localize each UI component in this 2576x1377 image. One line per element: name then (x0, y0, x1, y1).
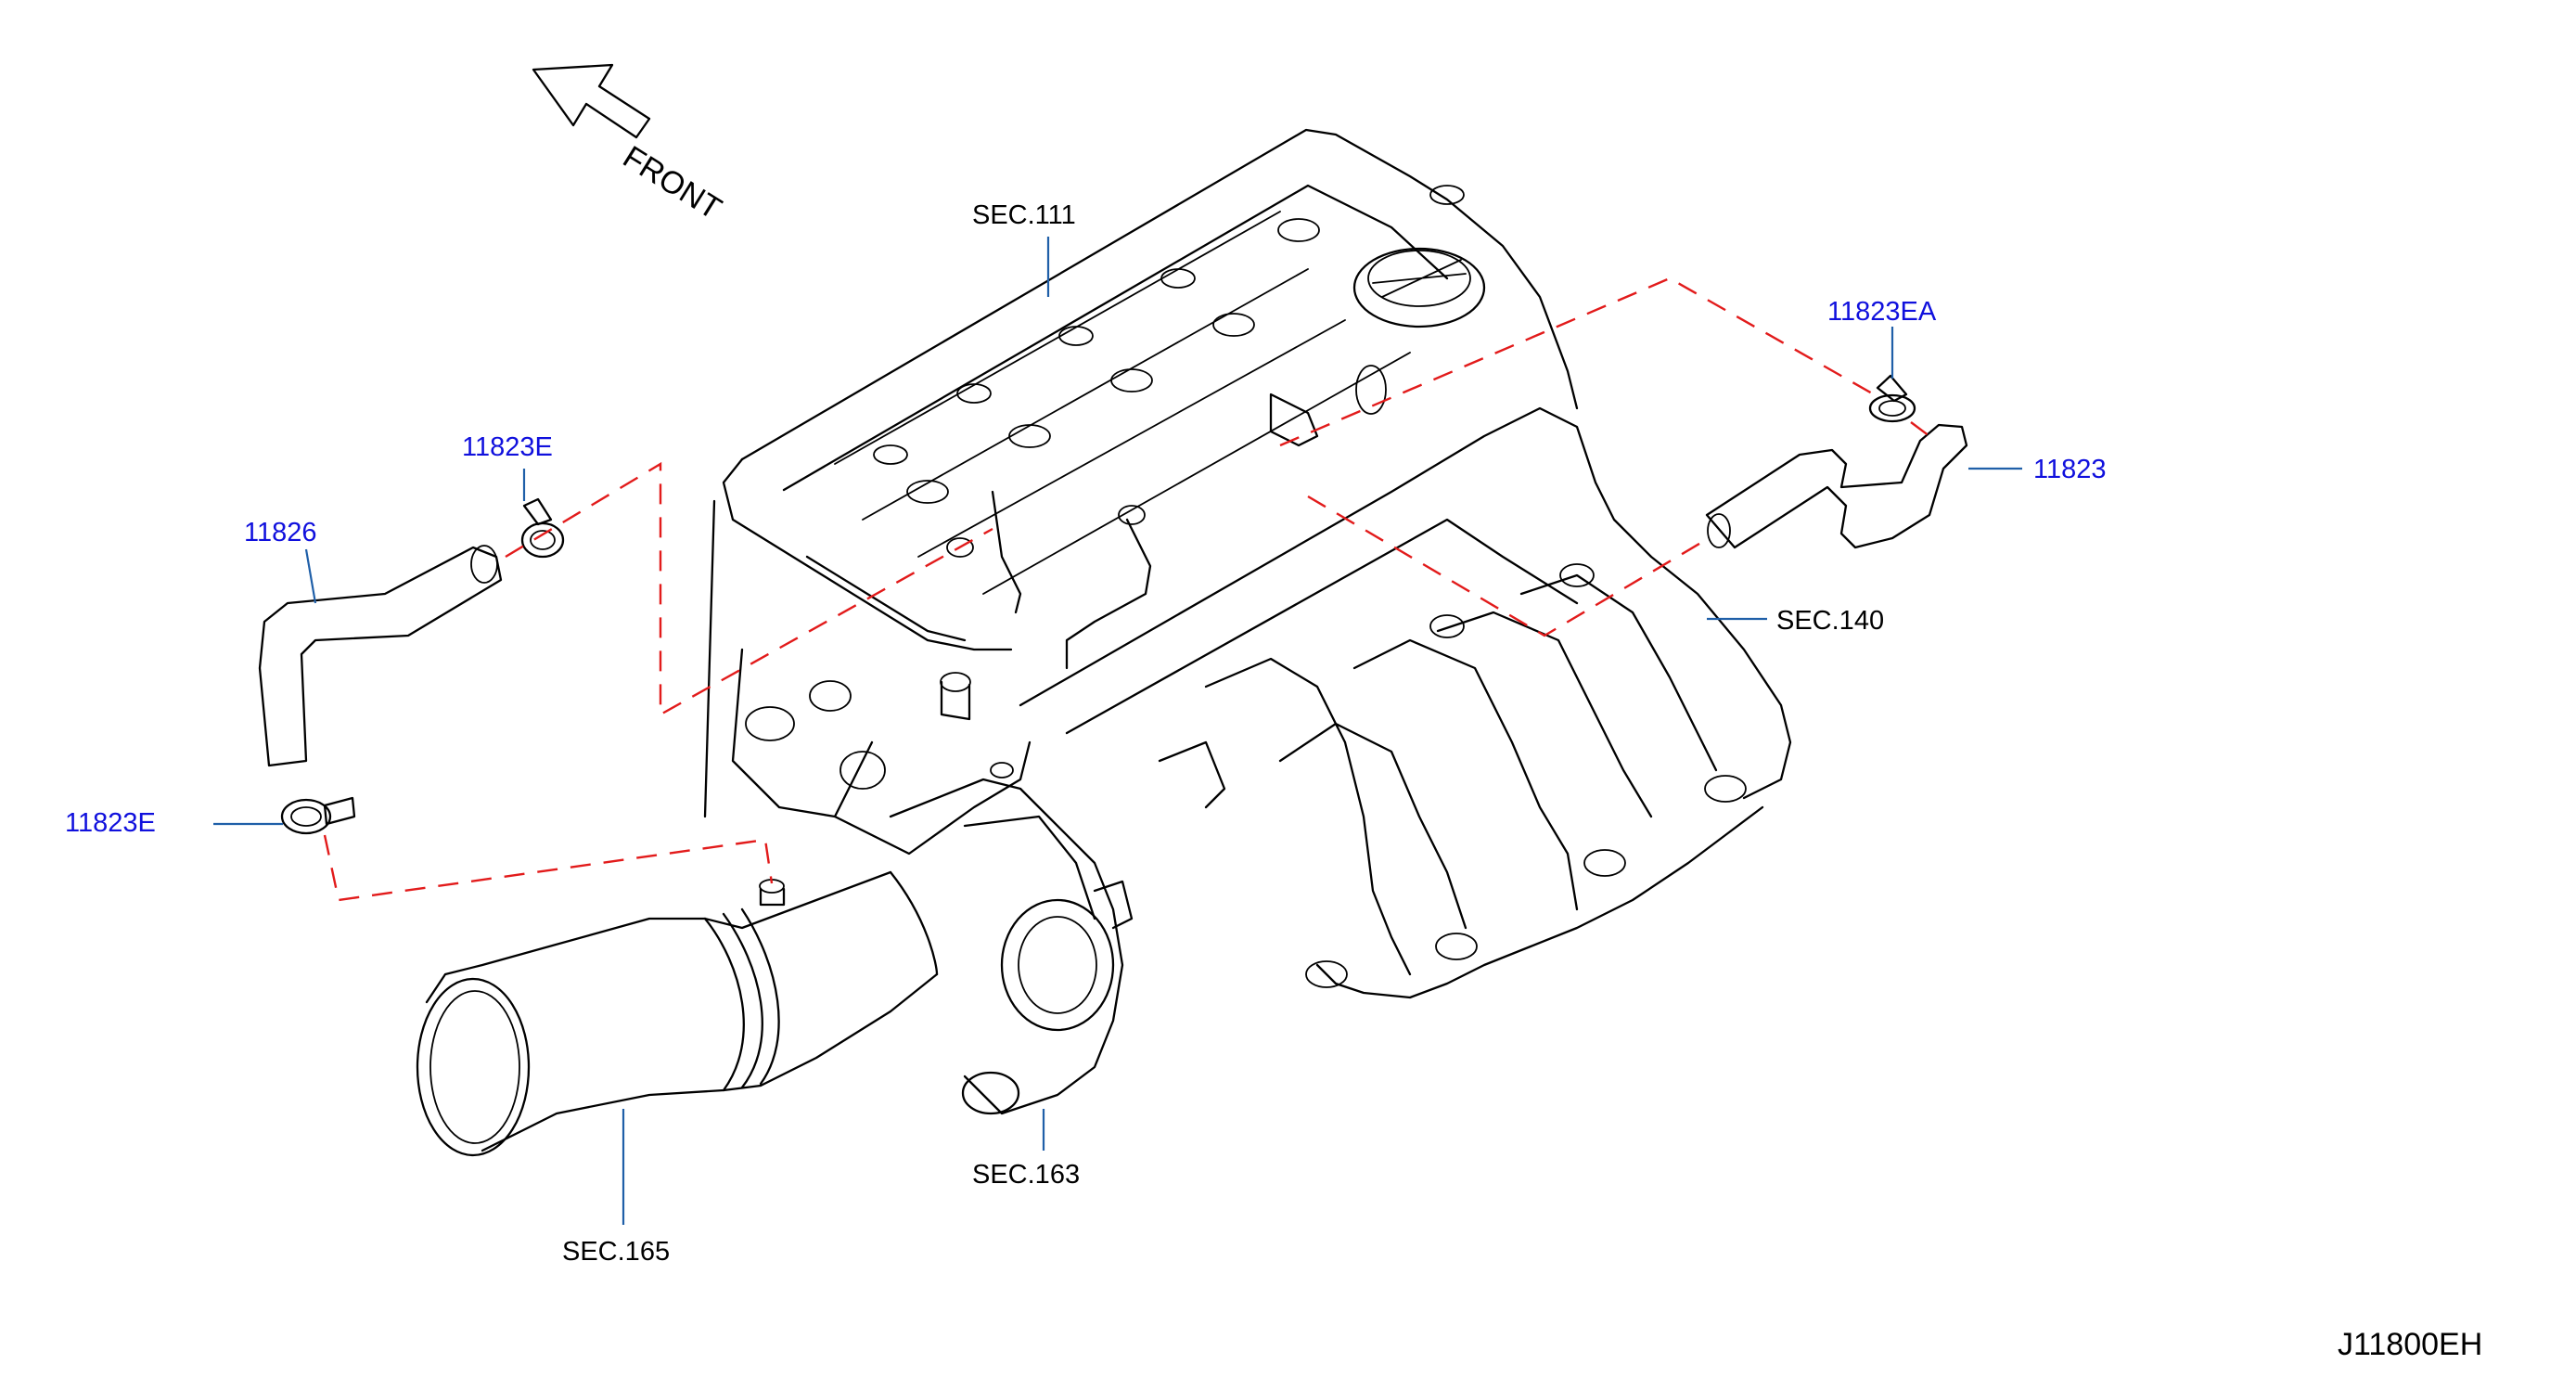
hose-routing-dashes (323, 277, 1930, 902)
label-part-11823: 11823 (2033, 455, 2107, 484)
label-sec-163: SEC.163 (972, 1160, 1081, 1190)
rocker-cover (722, 128, 1579, 721)
drawing-code: J11800EH (2338, 1327, 2483, 1362)
hose-11823 (1705, 423, 1968, 549)
intake-manifold (1019, 406, 1792, 999)
cylinder-head (703, 499, 1032, 856)
front-arrow-icon (532, 63, 651, 139)
label-part-11823ea: 11823EA (1827, 297, 1937, 327)
clamp-11823e-top (520, 497, 565, 559)
clamp-11823ea (1868, 374, 1916, 423)
throttle-body (889, 762, 1134, 1115)
label-sec-111: SEC.111 (972, 200, 1076, 230)
label-part-11823e-bottom: 11823E (65, 808, 156, 838)
label-part-11826: 11826 (244, 518, 317, 547)
hose-11826 (258, 545, 503, 767)
label-sec-165: SEC.165 (562, 1237, 671, 1267)
air-duct (416, 870, 939, 1157)
label-part-11823e-top: 11823E (462, 432, 553, 462)
leader-lines (213, 237, 2022, 1225)
clamp-11823e-bottom (280, 796, 356, 835)
label-sec-140: SEC.140 (1776, 606, 1885, 636)
